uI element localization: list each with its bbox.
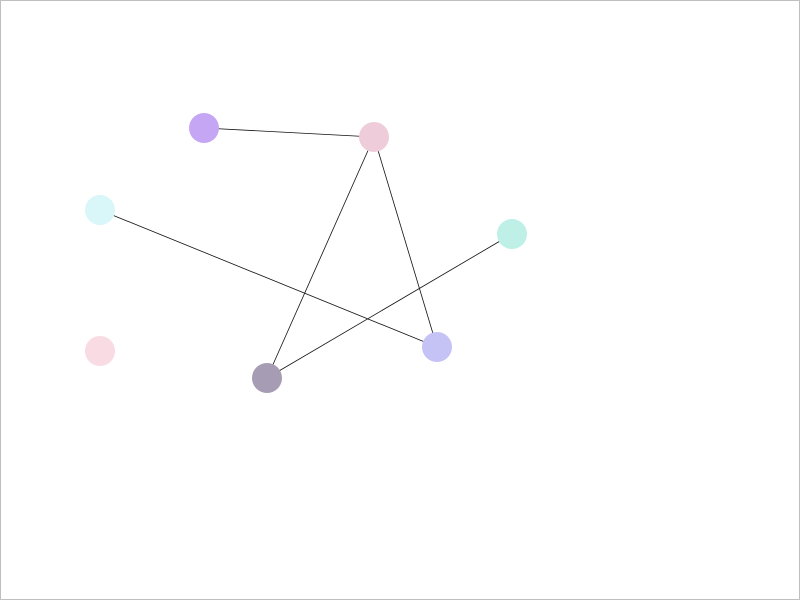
node-n2	[359, 122, 389, 152]
node-n5	[422, 332, 452, 362]
edge-n4-n7	[266, 233, 513, 379]
edge-n2-n7	[266, 136, 375, 379]
edges-layer	[99, 127, 513, 379]
node-n1	[189, 113, 219, 143]
nodes-layer	[85, 113, 527, 393]
node-n7	[252, 363, 282, 393]
node-n3	[85, 195, 115, 225]
node-n4	[497, 219, 527, 249]
edge-n2-n5	[373, 136, 438, 348]
node-n6	[85, 336, 115, 366]
edge-n1-n2	[203, 127, 375, 138]
edge-n3-n5	[99, 209, 438, 348]
